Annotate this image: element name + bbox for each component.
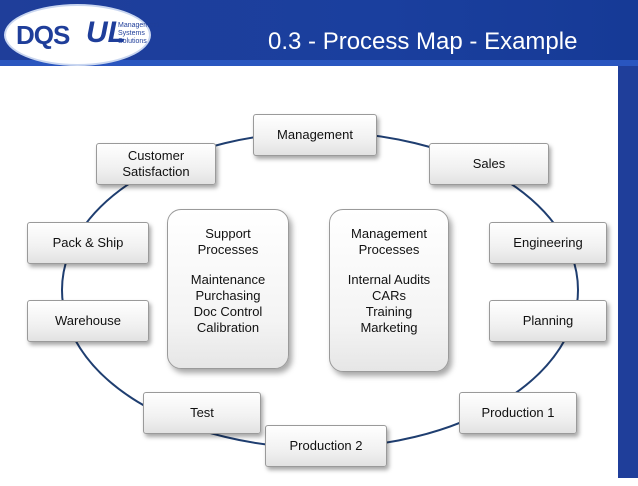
node-test-label: Test <box>190 405 214 420</box>
support-item: Doc Control <box>193 304 263 319</box>
support-item: Maintenance <box>190 272 266 287</box>
node-production-1: Production 1 <box>459 392 577 434</box>
side-bar <box>618 66 638 478</box>
mgmt-item: Internal Audits <box>347 272 431 287</box>
logo-line-1: Management <box>118 22 159 29</box>
logo-ul-text: UL <box>86 16 126 49</box>
node-planning-label: Planning <box>522 313 574 328</box>
node-sales-label: Sales <box>472 156 506 171</box>
page-title: 0.3 - Process Map - Example <box>268 28 578 55</box>
node-production-1-label: Production 1 <box>481 405 555 420</box>
logo-line-3: Solutions <box>118 38 147 45</box>
node-production-2-label: Production 2 <box>289 438 363 453</box>
node-management: Management <box>253 114 377 156</box>
node-pack-ship-label: Pack & Ship <box>52 235 124 250</box>
mgmt-item: CARs <box>372 288 406 303</box>
support-title-line-1: Support <box>205 226 251 241</box>
node-customer-satisfaction-label: Customer Satisfaction <box>122 148 190 179</box>
company-logo: DQS UL Management Systems Solutions <box>4 4 159 66</box>
support-item: Calibration <box>196 320 260 335</box>
mgmt-item: Marketing <box>360 320 418 335</box>
management-processes-box: Management Processes Internal Audits CAR… <box>329 209 449 372</box>
node-warehouse: Warehouse <box>27 300 149 342</box>
node-engineering-label: Engineering <box>513 235 583 250</box>
support-item: Purchasing <box>195 288 261 303</box>
support-processes-box: Support Processes Maintenance Purchasing… <box>167 209 289 369</box>
node-production-2: Production 2 <box>265 425 387 467</box>
node-planning: Planning <box>489 300 607 342</box>
logo-dqs-text: DQS <box>16 20 70 50</box>
node-customer-satisfaction: Customer Satisfaction <box>96 143 216 185</box>
logo-line-2: Systems <box>118 30 145 37</box>
node-management-label: Management <box>277 127 353 142</box>
node-sales: Sales <box>429 143 549 185</box>
node-test: Test <box>143 392 261 434</box>
node-warehouse-label: Warehouse <box>55 313 121 328</box>
logo-subtitle: Management Systems Solutions <box>118 22 159 46</box>
header-band <box>0 60 638 66</box>
mgmt-item: Training <box>365 304 413 319</box>
mgmt-title-line-1: Management <box>351 226 427 241</box>
support-title-line-2: Processes <box>197 242 259 257</box>
node-pack-ship: Pack & Ship <box>27 222 149 264</box>
node-engineering: Engineering <box>489 222 607 264</box>
mgmt-title-line-2: Processes <box>358 242 420 257</box>
